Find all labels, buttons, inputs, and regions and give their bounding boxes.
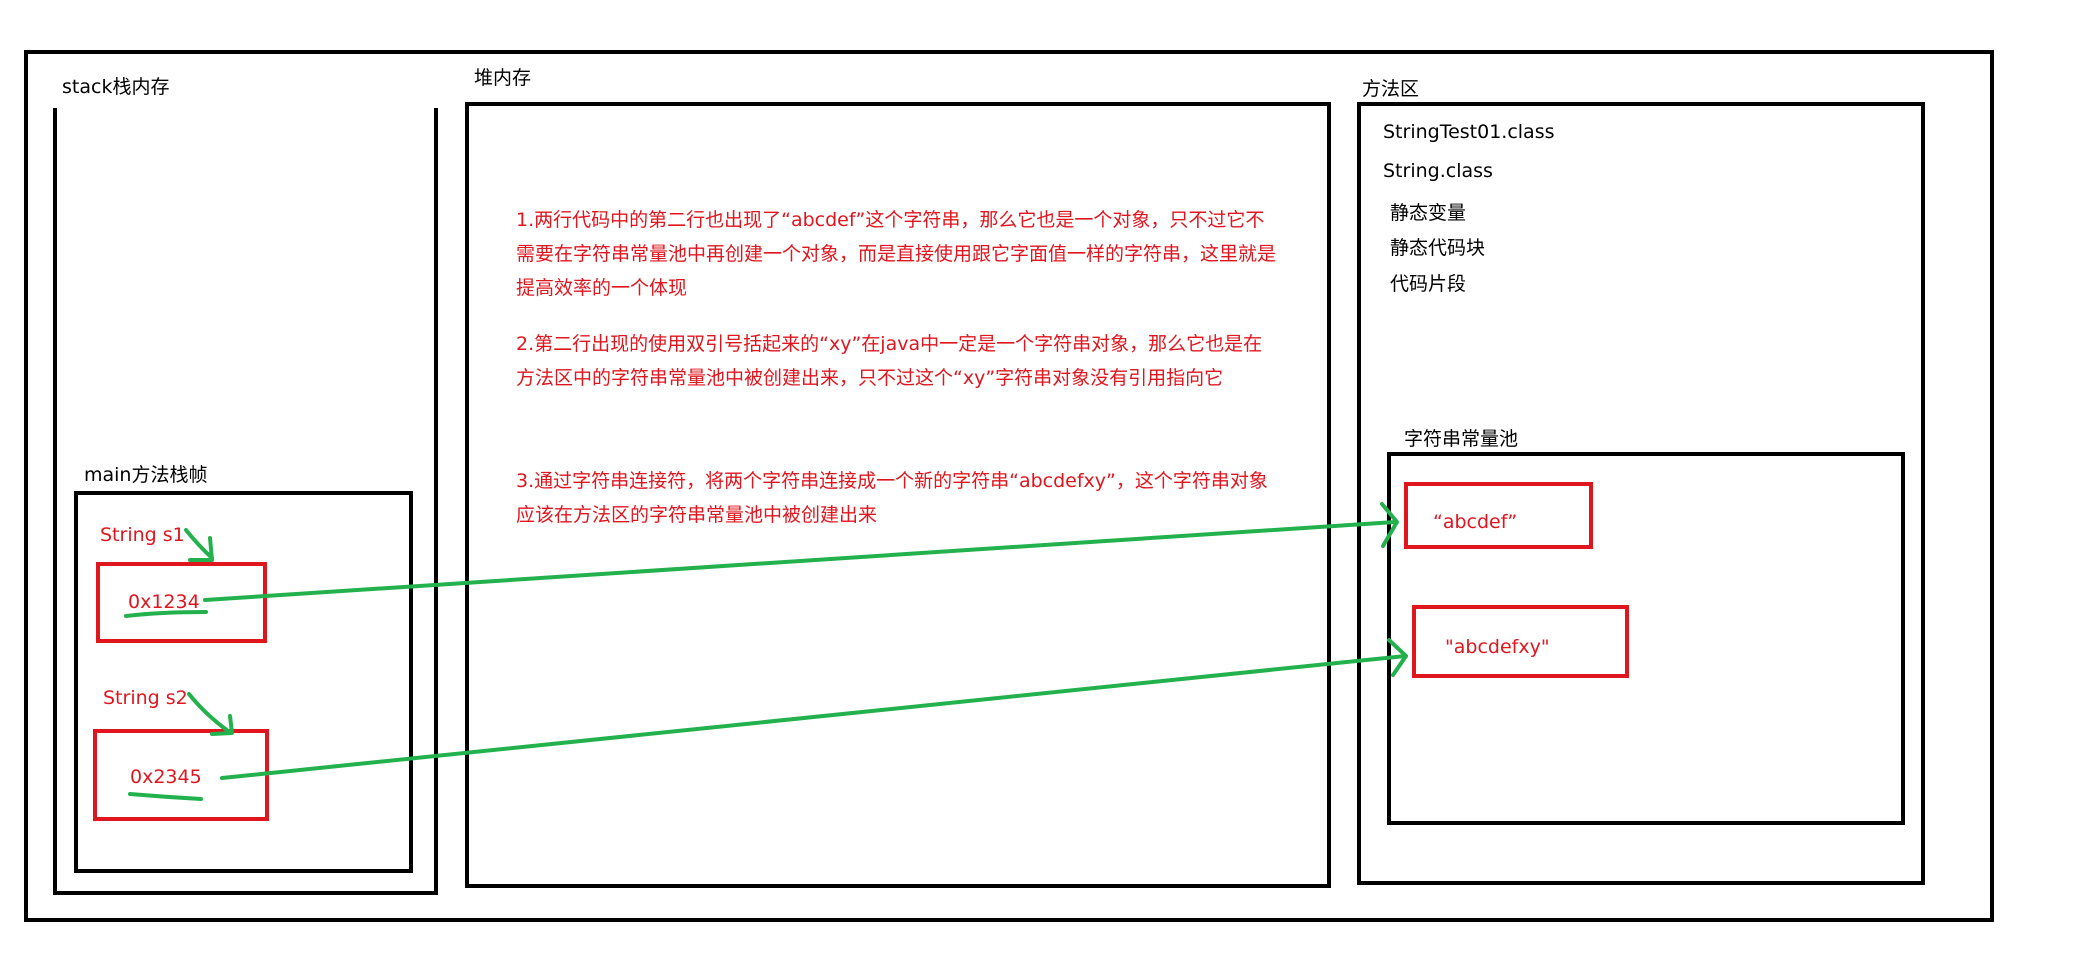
main-frame-title: main方法栈帧 xyxy=(84,464,208,486)
heap-note-3: 3.通过字符串连接符，将两个字符串连接成一个新的字符串“abcdefxy”，这个… xyxy=(516,470,1268,526)
s2-value: 0x2345 xyxy=(130,766,202,788)
s1-pointer-arrow xyxy=(184,528,214,562)
s1-label: String s1 xyxy=(100,524,185,546)
main-stack-frame xyxy=(74,491,413,873)
s2-reference-arrow xyxy=(220,638,1408,780)
stack-title: stack栈内存 xyxy=(62,76,170,98)
method-area-title: 方法区 xyxy=(1362,78,1420,100)
pool-abcdef-box xyxy=(1404,482,1593,549)
class-stringtest01: StringTest01.class xyxy=(1383,121,1555,143)
heap-note-2: 2.第二行出现的使用双引号括起来的“xy”在java中一定是一个字符串对象，那么… xyxy=(516,333,1263,389)
stack-region xyxy=(53,108,438,895)
s2-underline xyxy=(128,792,203,801)
method-area-region xyxy=(1357,102,1925,885)
heap-region xyxy=(465,102,1331,888)
s1-underline xyxy=(124,610,208,618)
method-item-static-vars: 静态变量 xyxy=(1390,202,1467,224)
s2-pointer-arrow xyxy=(187,692,234,736)
method-item-static-block: 静态代码块 xyxy=(1390,237,1486,259)
pool-abcdef-text: “abcdef” xyxy=(1433,511,1518,533)
s1-box xyxy=(96,562,267,643)
s1-value: 0x1234 xyxy=(128,591,200,613)
class-string: String.class xyxy=(1383,160,1493,182)
pool-abcdefxy-box xyxy=(1412,605,1629,678)
string-pool-title: 字符串常量池 xyxy=(1404,428,1519,450)
method-item-code-segment: 代码片段 xyxy=(1390,273,1467,295)
outer-frame xyxy=(24,50,1994,922)
heap-title: 堆内存 xyxy=(474,67,532,89)
s2-label: String s2 xyxy=(103,687,188,709)
heap-note-1: 1.两行代码中的第二行也出现了“abcdef”这个字符串，那么它也是一个对象，只… xyxy=(516,209,1277,299)
pool-abcdefxy-text: "abcdefxy" xyxy=(1445,636,1550,658)
s1-reference-arrow xyxy=(203,502,1399,602)
